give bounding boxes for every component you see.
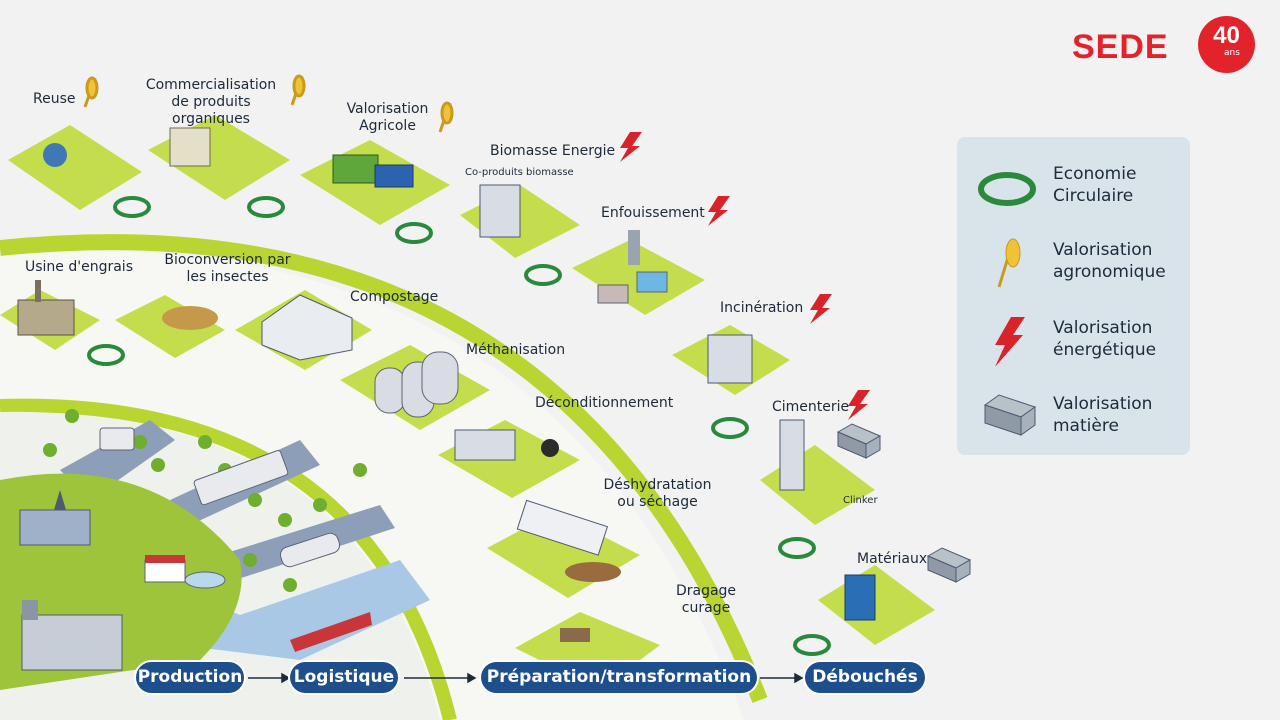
lightning-icon xyxy=(620,132,870,420)
fertilizer-chimney xyxy=(35,280,41,302)
legend-label-energetique: Valorisation énergétique xyxy=(1053,318,1157,360)
anniversary-badge: 40 ans xyxy=(1198,16,1255,73)
label-cimenterie: Cimenterie xyxy=(772,399,850,415)
biomass-plant xyxy=(479,184,521,238)
farm xyxy=(144,559,186,583)
dried-pile xyxy=(565,562,621,582)
legend-label-agronomique: Valorisation agronomique xyxy=(1053,240,1166,282)
incinerator xyxy=(707,334,753,384)
label-commercialisation: Commercialisation de produits organiques xyxy=(145,77,277,127)
label-bioconversion: Bioconversion par les insectes xyxy=(164,252,291,285)
wheat-icon xyxy=(997,238,1021,288)
truck xyxy=(99,427,135,451)
outer-arc xyxy=(0,234,768,703)
irrigation-reel xyxy=(43,143,67,167)
circular-economy-markers xyxy=(87,196,831,656)
barge xyxy=(290,612,372,652)
label-valorisation-agricole: Valorisation Agricole xyxy=(346,101,429,134)
lightning-icon xyxy=(995,317,1025,367)
label-reuse: Reuse xyxy=(33,91,76,107)
basin xyxy=(184,571,226,589)
digester-1 xyxy=(374,367,406,414)
label-incineration: Incinération xyxy=(720,300,804,316)
factory xyxy=(21,614,123,671)
label-coproduits: Co-produits biomasse xyxy=(465,167,574,178)
label-clinker: Clinker xyxy=(843,495,878,506)
flow-step-logistique: Logistique xyxy=(290,662,398,693)
depackaging-machine xyxy=(541,439,559,457)
landfill-pond xyxy=(636,271,668,293)
church-spire xyxy=(54,490,66,510)
legend-item-matiere: Valorisation matière xyxy=(957,389,1190,449)
label-enfouissement: Enfouissement xyxy=(601,205,705,221)
legend-panel: Economie Circulaire Valorisation agronom… xyxy=(957,137,1190,455)
trees xyxy=(43,409,367,592)
flow-step-production: Production xyxy=(136,662,244,693)
inner-arc xyxy=(0,398,457,720)
label-compostage: Compostage xyxy=(350,289,439,305)
label-usine-engrais: Usine d'engrais xyxy=(25,259,133,275)
label-methanisation: Méthanisation xyxy=(466,342,566,358)
anniversary-suffix: ans xyxy=(1224,48,1240,58)
dryer-trailer xyxy=(516,499,609,556)
tanker xyxy=(279,532,341,568)
anniversary-number: 40 xyxy=(1213,22,1240,49)
legend-item-agronomique: Valorisation agronomique xyxy=(957,235,1190,295)
digester-3 xyxy=(421,351,459,405)
label-materiaux: Matériaux xyxy=(857,551,928,567)
flow-step-debouches: Débouchés xyxy=(805,662,925,693)
legend-label-circular: Economie Circulaire xyxy=(1053,164,1137,206)
compost-hangar xyxy=(261,294,353,361)
tanker-truck xyxy=(193,450,289,506)
flow-arrows xyxy=(248,672,804,684)
tractor xyxy=(374,164,414,188)
brick-icon xyxy=(836,423,972,583)
circular-arrows-icon xyxy=(978,172,1036,206)
pylon xyxy=(628,230,640,265)
brick-icon xyxy=(983,394,1037,436)
product-bags xyxy=(169,127,211,167)
legend-item-energetique: Valorisation énergétique xyxy=(957,313,1190,373)
insect-substrate xyxy=(162,306,218,330)
flow-step-preparation: Préparation/transformation xyxy=(481,662,757,693)
building-materials xyxy=(844,574,876,621)
wheat-icon xyxy=(83,74,454,133)
label-deconditionnement: Déconditionnement xyxy=(535,395,674,411)
cement-tower xyxy=(779,419,805,491)
harvester xyxy=(332,154,379,184)
label-dragage: Dragage curage xyxy=(675,583,737,616)
legend-item-circular: Economie Circulaire xyxy=(957,157,1190,217)
farm-roof xyxy=(145,555,185,563)
dredging-pile xyxy=(560,628,590,642)
label-biomasse-energie: Biomasse Energie xyxy=(490,143,616,159)
town-buildings xyxy=(19,509,91,546)
factory-chimney xyxy=(22,600,38,620)
legend-label-matiere: Valorisation matière xyxy=(1053,394,1153,436)
depackaging-unit xyxy=(454,429,516,461)
sede-logo: SEDE xyxy=(1072,28,1169,66)
fertilizer-plant xyxy=(17,299,75,336)
landfill-cell xyxy=(597,284,629,304)
label-deshydratation: Déshydratation ou séchage xyxy=(603,477,712,510)
